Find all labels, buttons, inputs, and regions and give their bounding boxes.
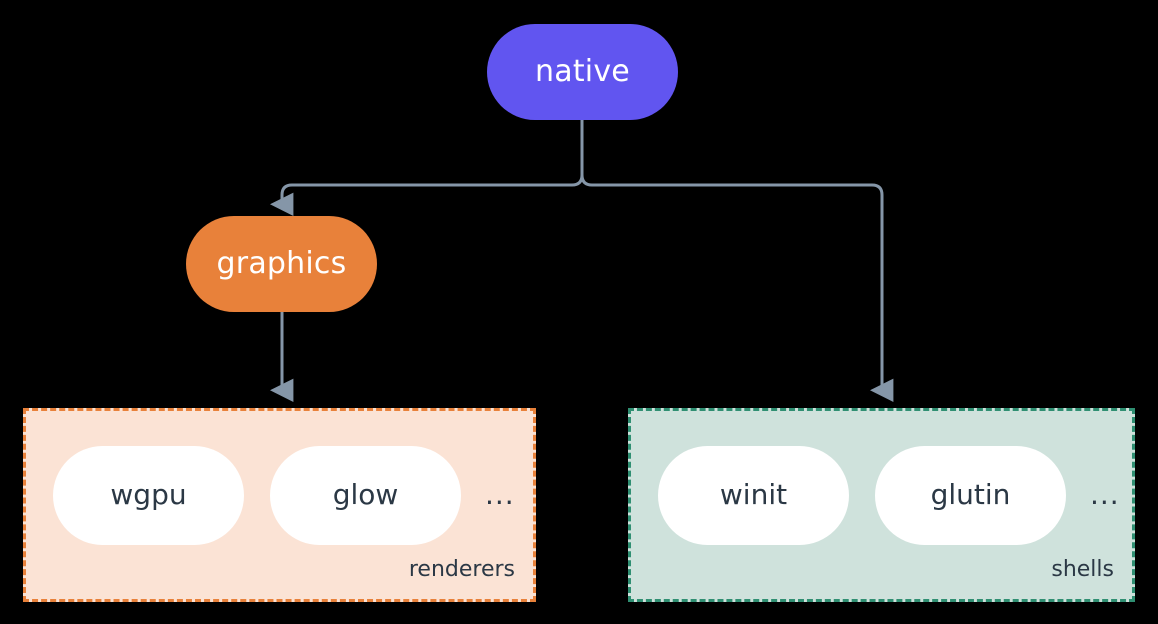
edge-native-to-graphics xyxy=(270,118,584,217)
node-graphics-label: graphics xyxy=(216,246,347,281)
edge-native-to-shells xyxy=(580,118,894,403)
node-native-label: native xyxy=(535,54,630,89)
leaf-pill-glutin-label: glutin xyxy=(930,478,1011,511)
renderers-overflow-ellipsis: ... xyxy=(485,478,515,511)
shells-overflow-ellipsis: ... xyxy=(1090,478,1120,511)
leaf-pill-winit-label: winit xyxy=(719,478,788,511)
group-renderers-items: wgpu glow ... xyxy=(26,411,533,559)
leaf-pill-winit[interactable]: winit xyxy=(658,445,849,545)
leaf-pill-wgpu[interactable]: wgpu xyxy=(53,445,244,545)
leaf-pill-wgpu-label: wgpu xyxy=(110,478,187,511)
group-shells: winit glutin ... shells xyxy=(628,408,1135,602)
group-renderers: wgpu glow ... renderers xyxy=(23,408,536,602)
leaf-pill-glow[interactable]: glow xyxy=(270,445,461,545)
leaf-pill-glow-label: glow xyxy=(332,478,399,511)
node-native[interactable]: native xyxy=(487,24,678,120)
group-shells-caption: shells xyxy=(1051,557,1114,582)
group-shells-items: winit glutin ... xyxy=(631,411,1132,559)
node-graphics[interactable]: graphics xyxy=(186,216,377,312)
leaf-pill-glutin[interactable]: glutin xyxy=(875,445,1066,545)
group-renderers-caption: renderers xyxy=(408,557,515,582)
